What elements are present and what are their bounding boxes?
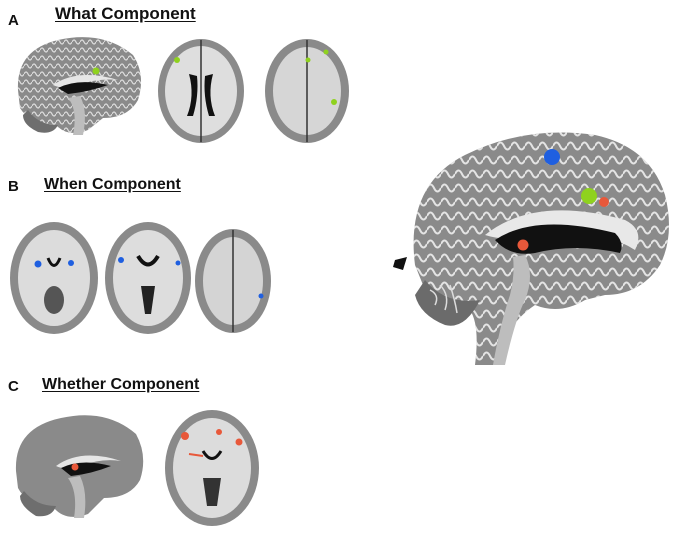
when-activation-dot: [258, 293, 264, 299]
panel-letter-c: C: [8, 378, 19, 395]
whether-activation-dot: [235, 438, 243, 446]
brain-sagittal-c: [15, 415, 144, 518]
what-activation-dot: [305, 57, 311, 63]
when-activation-dot: [175, 260, 181, 266]
brain-axial-b2: [105, 222, 191, 334]
what-activation-dot: [323, 49, 329, 55]
whether-activation-dot: [71, 463, 79, 471]
panel-letter-b: B: [8, 178, 19, 195]
when-activation-dot: [34, 260, 42, 268]
panel-title-when: When Component: [44, 176, 181, 193]
brain-axial-a1: [158, 39, 244, 143]
what-activation-dot: [92, 67, 100, 75]
panel-title-what: What Component: [55, 4, 196, 23]
what-activation-dot: [331, 99, 337, 105]
whether-activation-dot: [216, 429, 222, 435]
brain-sagittal-a: [17, 37, 142, 135]
when-activation-dot: [68, 260, 74, 266]
whether-activation-dot: [599, 197, 609, 207]
brain-axial-c: [165, 410, 259, 526]
when-activation-dot: [544, 149, 560, 165]
what-activation-dot: [174, 57, 180, 63]
brain-axial-b1: [10, 222, 98, 334]
when-activation-dot: [118, 257, 124, 263]
panel-letter-a: A: [8, 12, 19, 29]
whether-activation-dot: [181, 432, 189, 440]
whether-activation-dot: [517, 239, 529, 251]
brain-axial-a2: [265, 39, 349, 143]
panel-title-whether: Whether Component: [42, 376, 200, 393]
brain-axial-b3: [195, 229, 271, 333]
what-activation-dot: [581, 188, 597, 204]
brain-sagittal-large: [393, 132, 669, 365]
